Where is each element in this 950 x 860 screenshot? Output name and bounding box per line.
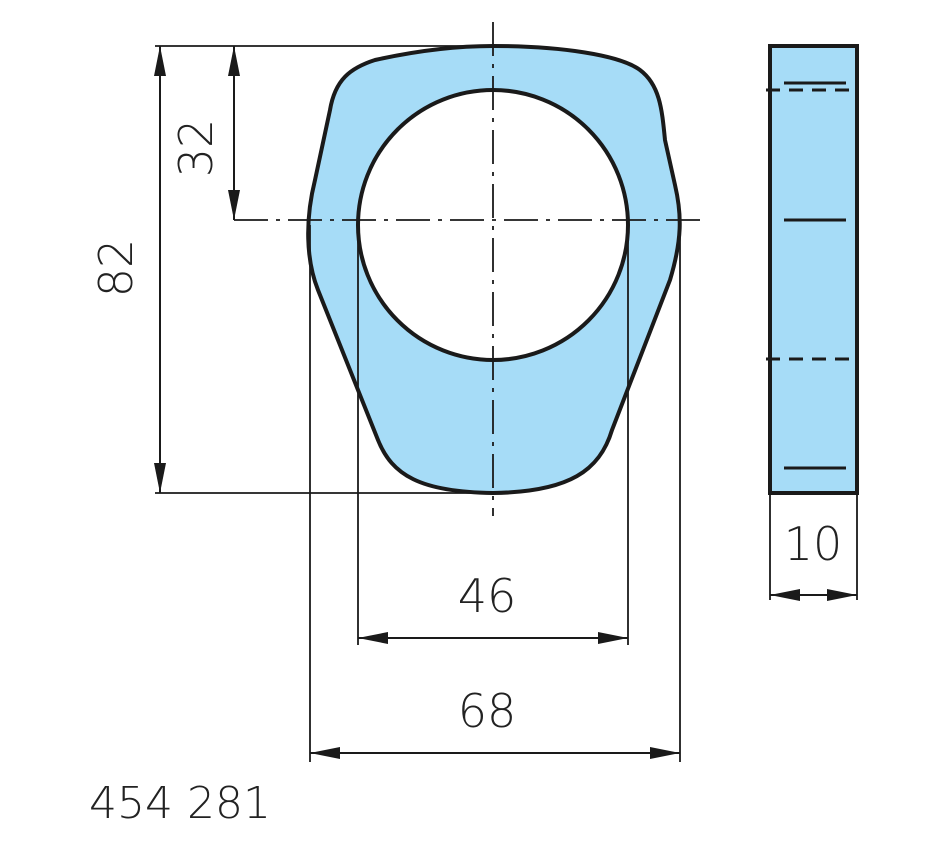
front-view — [234, 22, 702, 516]
dim-32-label: 32 — [169, 119, 223, 178]
side-view-body — [768, 44, 859, 495]
part-number: 454 281 — [89, 778, 271, 829]
dim-46-label: 46 — [458, 569, 517, 623]
dim-10-label: 10 — [784, 517, 843, 571]
dimension-lines — [154, 46, 857, 759]
dim-68-label: 68 — [458, 684, 517, 738]
dim-82-label: 82 — [89, 239, 143, 298]
extension-lines — [155, 45, 858, 762]
side-view — [766, 44, 859, 495]
